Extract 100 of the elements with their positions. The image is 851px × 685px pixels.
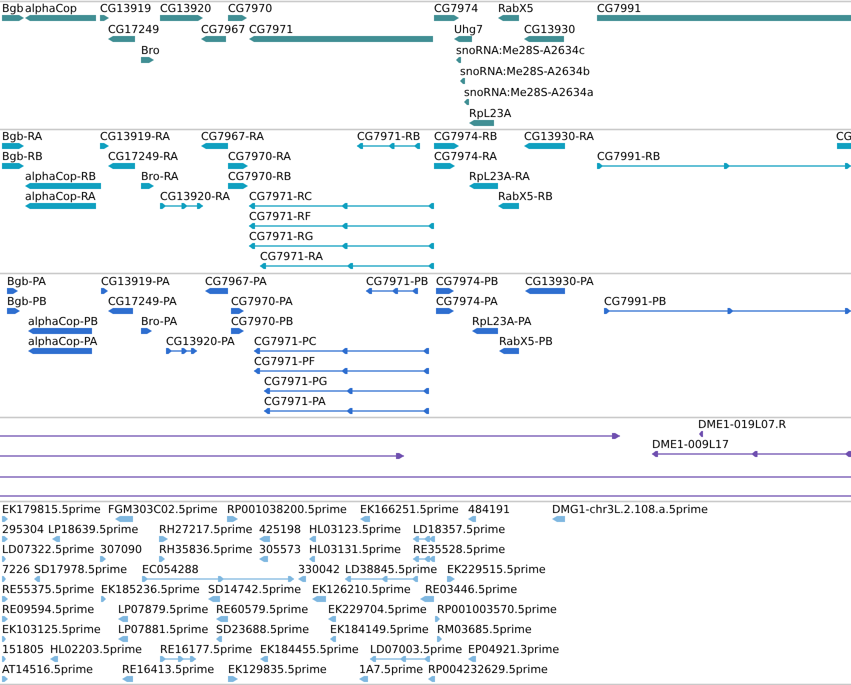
feature-label: EK166251.5prime — [360, 503, 459, 516]
feature-label: CG — [836, 130, 851, 143]
feature-label: RpL23A-RA — [469, 170, 530, 183]
feature-label: LD07003.5prime — [370, 643, 462, 656]
feature-label: alphaCop-RA — [25, 190, 96, 203]
feature-label: RabX5 — [498, 2, 534, 15]
feature-label: alphaCop-PA — [28, 335, 98, 348]
feature-label: RE60579.5prime — [216, 603, 308, 616]
feature-label: 7226 — [2, 563, 30, 576]
feature-label: SD23688.5prime — [216, 623, 309, 636]
feature-label: CG13920 — [160, 2, 212, 15]
feature-label: Bgb-PB — [7, 295, 47, 308]
feature-label: CG7970 — [228, 2, 272, 15]
feature-label: RpL23A-PA — [472, 315, 532, 328]
feature-label: Uhg7 — [454, 23, 484, 36]
feature-label: EK184455.5prime — [260, 643, 359, 656]
feature-label: CG7971-PC — [254, 335, 316, 348]
feature-label: EK179815.5prime — [2, 503, 101, 516]
feature-label: 1A7.5prime — [359, 663, 424, 676]
feature-label: SD17978.5prime — [34, 563, 127, 576]
feature-label: CG13919-PA — [101, 275, 170, 288]
feature-label: CG7967-RA — [201, 130, 264, 143]
feature-label: LP07879.5prime — [118, 603, 208, 616]
feature-label: RP001003570.5prime — [437, 603, 557, 616]
feature-label: CG13930-RA — [524, 130, 594, 143]
feature-label: Bgb — [2, 2, 24, 15]
feature-label: CG7970-PB — [231, 315, 294, 328]
feature-label: LP18639.5prime — [48, 523, 138, 536]
feature-label: DME1-019L07.R — [698, 418, 786, 431]
feature-label: CG7991-PB — [604, 295, 666, 308]
feature-label: 305573 — [259, 543, 301, 556]
feature-label: 151805 — [2, 643, 44, 656]
feature-label: snoRNA:Me28S-A2634b — [460, 65, 590, 78]
feature-label: CG7971-PA — [264, 395, 326, 408]
feature-label: CG13930-PA — [525, 275, 594, 288]
feature-label: CG7974-RB — [434, 130, 498, 143]
feature-label: FGM303C02.5prime — [108, 503, 218, 516]
feature-label: CG7974 — [434, 2, 478, 15]
feature-label: CG7991 — [597, 2, 642, 15]
feature-label: Bgb-RB — [2, 150, 43, 163]
feature-label: CG17249-RA — [108, 150, 178, 163]
feature-label: DMG1-chr3L.2.108.a.5prime — [552, 503, 708, 516]
feature-label: LP07881.5prime — [118, 623, 208, 636]
feature-label: CG7974-PA — [436, 295, 498, 308]
feature-label: LD38845.5prime — [345, 563, 438, 576]
feature-label: LD07322.5prime — [2, 543, 94, 556]
feature-label: EK229515.5prime — [447, 563, 546, 576]
feature-label: alphaCop-RB — [25, 170, 96, 183]
feature-label: EK184149.5prime — [330, 623, 429, 636]
feature-label: 307090 — [100, 543, 142, 556]
feature-label: RH35836.5prime — [159, 543, 252, 556]
feature-label: CG7971-RB — [357, 130, 420, 143]
feature-label: Bro-PA — [141, 315, 178, 328]
feature-label: EK129835.5prime — [228, 663, 327, 676]
feature-label: LD18357.5prime — [413, 523, 506, 536]
feature-label: CG13920-PA — [166, 335, 235, 348]
feature-label: EK229704.5prime — [328, 603, 427, 616]
feature-label: Bro — [141, 44, 160, 57]
feature-label: RE16177.5prime — [160, 643, 252, 656]
feature-label: CG7971 — [249, 23, 294, 36]
feature-label: RE03446.5prime — [425, 583, 518, 596]
feature-label: CG13930 — [524, 23, 576, 36]
feature-label: CG7971-RG — [249, 230, 314, 243]
feature-label: EC054288 — [142, 563, 199, 576]
feature-label: RpL23A — [469, 107, 512, 120]
feature-label: CG7974-PB — [436, 275, 498, 288]
feature-label: snoRNA:Me28S-A2634c — [456, 44, 585, 57]
feature-label: RE35528.5prime — [413, 543, 506, 556]
feature-label: SD14742.5prime — [208, 583, 301, 596]
feature-label: EK103125.5prime — [2, 623, 101, 636]
feature-label: CG7971-RF — [249, 210, 312, 223]
feature-label: RM03685.5prime — [437, 623, 532, 636]
feature-label: alphaCop — [25, 2, 77, 15]
feature-label: CG7970-RB — [228, 170, 292, 183]
feature-label: Bro-RA — [141, 170, 178, 183]
feature-label: CG13919 — [100, 2, 152, 15]
feature-label: snoRNA:Me28S-A2634a — [464, 86, 594, 99]
feature-label: CG7967 — [201, 23, 246, 36]
feature-label: RE16413.5prime — [122, 663, 214, 676]
feature-label: RH27217.5prime — [159, 523, 252, 536]
feature-label: RE55375.5prime — [2, 583, 94, 596]
feature-label: CG13920-RA — [160, 190, 230, 203]
feature-label: CG7971-PG — [264, 375, 328, 388]
feature-label: 295304 — [2, 523, 44, 536]
feature-label: 484191 — [468, 503, 510, 516]
feature-label: CG7974-RA — [434, 150, 497, 163]
feature-label: alphaCop-PB — [28, 315, 98, 328]
feature-label: RP004232629.5prime — [428, 663, 548, 676]
feature-label: HL02203.5prime — [50, 643, 142, 656]
feature-label: EP04921.3prime — [468, 643, 560, 656]
feature-label: CG17249 — [108, 23, 160, 36]
feature-label: Bgb-RA — [2, 130, 42, 143]
feature-label: CG7971-PB — [366, 275, 428, 288]
feature-label: CG7970-PA — [231, 295, 293, 308]
feature-label: CG7970-RA — [228, 150, 291, 163]
feature-label: CG13919-RA — [100, 130, 170, 143]
feature-label: 425198 — [259, 523, 301, 536]
feature-label: CG7971-PF — [254, 355, 316, 368]
feature-label: EK126210.5prime — [312, 583, 411, 596]
feature-label: AT14516.5prime — [2, 663, 93, 676]
